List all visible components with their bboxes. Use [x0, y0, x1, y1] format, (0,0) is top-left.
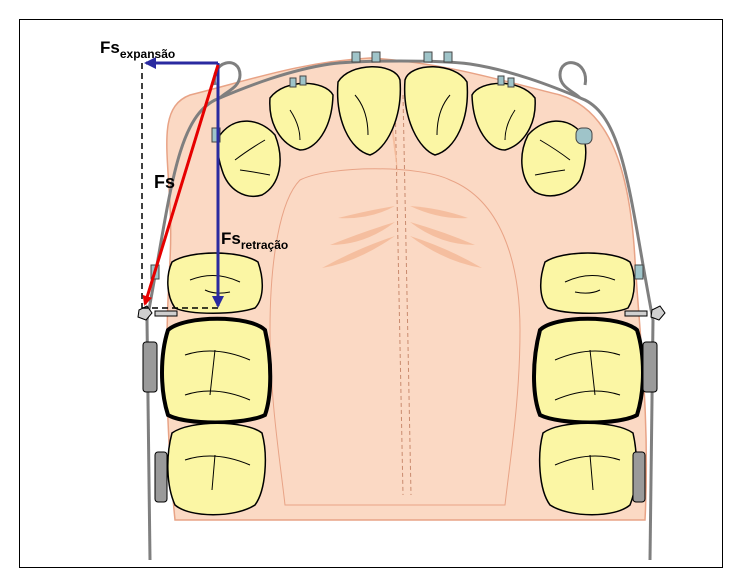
- tooth-molar1-right: [534, 319, 643, 423]
- label-fs-expansion-sub: expansão: [120, 47, 175, 61]
- label-fs-retraction-sub: retração: [241, 238, 288, 252]
- tooth-molar2-right: [540, 423, 637, 515]
- tooth-molar2-left: [168, 423, 266, 515]
- tooth-molar1-left: [162, 319, 270, 423]
- label-fs-resultant-main: Fs: [154, 172, 175, 192]
- label-fs-retraction-main: Fs: [221, 229, 241, 248]
- tooth-premolar-left: [168, 253, 262, 313]
- label-fs-resultant: Fs: [154, 172, 175, 192]
- tooth-premolar-right: [541, 253, 635, 313]
- label-fs-expansion: Fsexpansão: [100, 38, 175, 61]
- label-fs-expansion-main: Fs: [100, 38, 120, 57]
